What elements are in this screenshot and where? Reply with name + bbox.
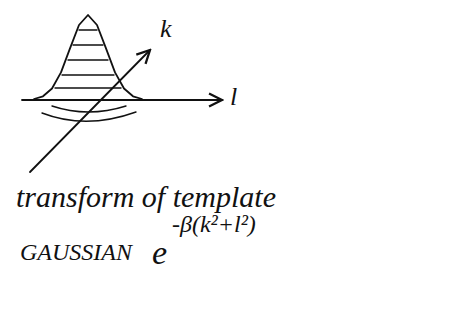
formula-base: e [152,236,167,270]
hatching [55,30,121,88]
note-text: GAUSSIAN [20,240,132,264]
contour-lines [42,106,136,121]
note-text: transform of template [16,182,276,212]
formula-exponent: -β(k²+l²) [172,212,256,236]
axis-label: l [230,84,237,110]
k-axis [30,50,150,172]
axis-label: k [160,16,172,42]
gaussian-curve [34,15,142,99]
l-axis [22,99,222,101]
